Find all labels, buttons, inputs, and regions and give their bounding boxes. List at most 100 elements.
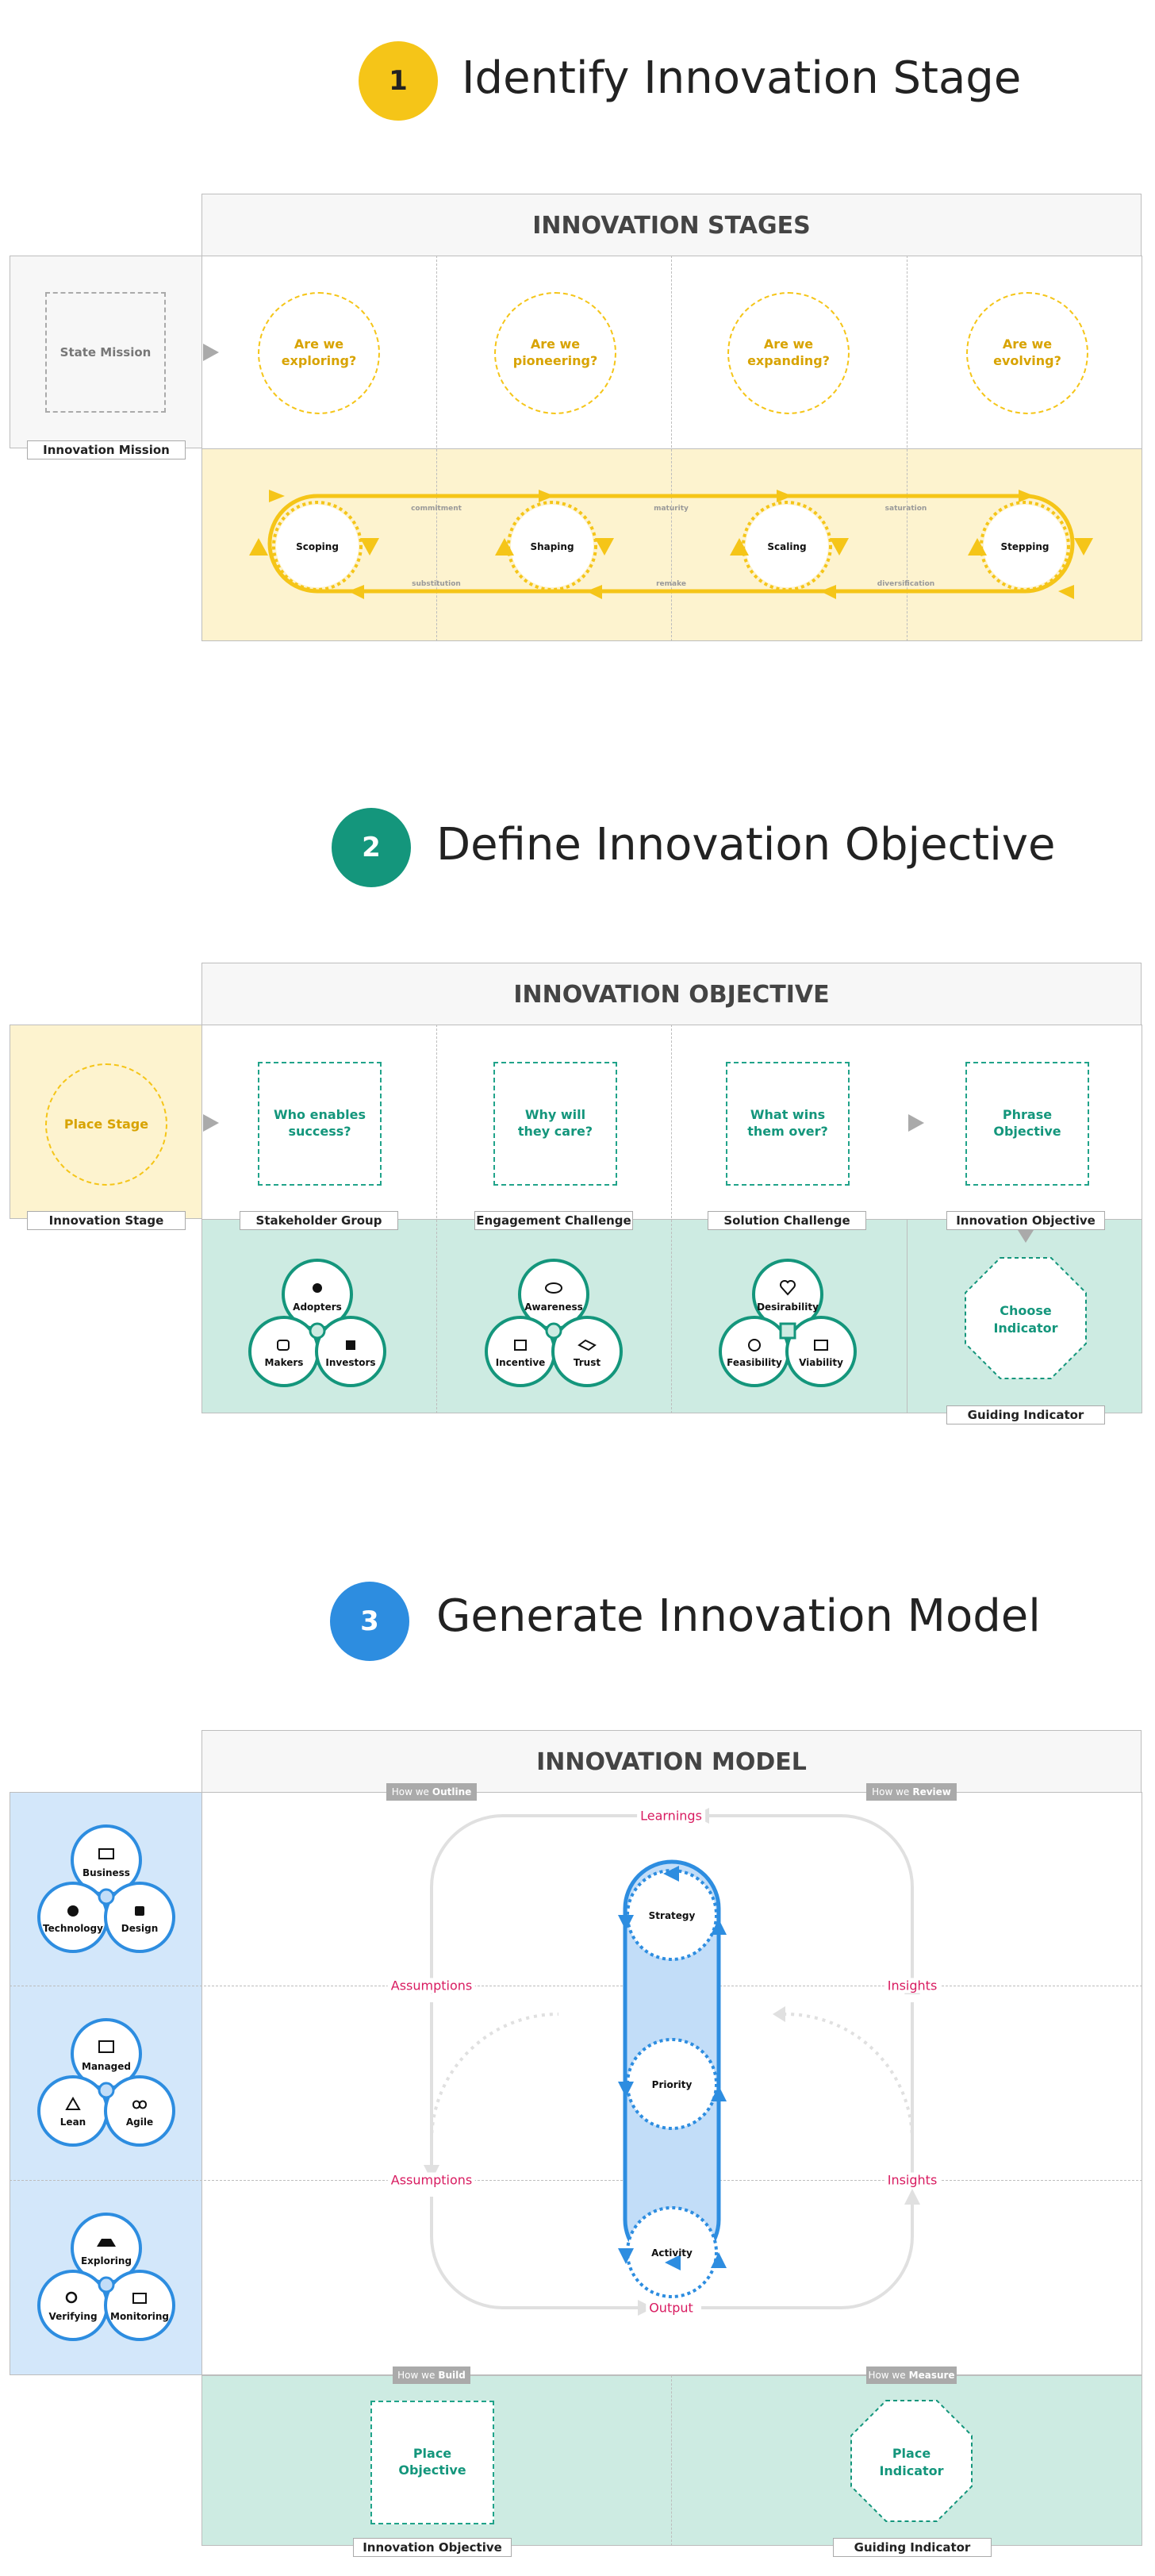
question-line: they care? <box>517 1124 593 1139</box>
innovation-stage-tag: Innovation Stage <box>27 1211 186 1230</box>
choose-indicator-line: Choose <box>1000 1303 1052 1318</box>
level-strategy: Strategy <box>649 1910 696 1921</box>
tag-prefix: How we <box>397 2370 436 2381</box>
learnings-left-path <box>430 1814 646 1986</box>
tag-prefix: How we <box>872 1786 910 1797</box>
assumptions-label-lower: Assumptions <box>387 2172 476 2188</box>
step-3-number: 3 <box>360 1605 379 1637</box>
venn-top-label: Awareness <box>524 1301 583 1313</box>
question-line: Are we <box>530 336 581 352</box>
priority-node <box>626 2038 718 2130</box>
infinity-icon <box>132 2100 148 2109</box>
model-vdivider <box>671 2375 672 2546</box>
stakeholder-venn: Adopters Makers Investors <box>248 1259 386 1387</box>
choose-indicator-octagon[interactable]: Choose Indicator <box>964 1256 1088 1380</box>
stage-scaling: Scaling <box>767 541 806 552</box>
eye-icon <box>545 1282 562 1294</box>
step-3-badge: 3 <box>330 1582 409 1661</box>
chart-icon <box>814 1340 828 1351</box>
objective-divider-1 <box>436 1025 437 1413</box>
monitor-icon <box>132 2293 147 2304</box>
tag-keyword: Review <box>912 1786 951 1797</box>
solution-challenge-tag: Solution Challenge <box>708 1211 866 1230</box>
shaping-node-ring <box>507 501 597 591</box>
stage-stepping: Stepping <box>1001 541 1049 552</box>
place-objective-line: Place <box>412 2446 452 2462</box>
heart-icon <box>780 1280 796 1296</box>
venn-top-label: Adopters <box>293 1301 342 1313</box>
model-hdivider-2 <box>10 2180 1142 2181</box>
output-left-path <box>430 2197 646 2309</box>
venn-top-label: Exploring <box>81 2255 132 2266</box>
transition-diversification: diversification <box>877 580 934 588</box>
state-mission-box[interactable]: State Mission <box>45 292 166 413</box>
insights-label-lower: Insights <box>884 2172 941 2188</box>
search-icon <box>65 2291 78 2304</box>
insights-label-upper: Insights <box>884 1978 941 1994</box>
tag-keyword: Outline <box>432 1786 472 1797</box>
stages-divider-1 <box>436 256 437 641</box>
transition-maturity: maturity <box>654 505 689 513</box>
place-indicator-octagon[interactable]: Place Indicator <box>850 2399 973 2523</box>
venn-top-label: Desirability <box>757 1301 819 1313</box>
place-indicator-line: Indicator <box>879 2463 943 2478</box>
stages-cycle-track <box>267 494 1075 594</box>
stepping-node-ring <box>980 501 1070 591</box>
model-loop-diagram: Strategy Priority Activity <box>424 1808 920 2316</box>
business-venn: Business Technology Design <box>37 1824 175 1953</box>
gear-icon <box>67 1905 79 1917</box>
question-line: expanding? <box>747 353 830 368</box>
guiding-indicator-tag: Guiding Indicator <box>946 1405 1105 1424</box>
step-2-badge: 2 <box>332 808 411 887</box>
venn-left-label: Lean <box>60 2117 86 2128</box>
venn-left-label: Feasibility <box>727 1357 782 1368</box>
question-line: Who enables <box>274 1107 366 1123</box>
place-stage-box[interactable]: Place Stage <box>45 1063 167 1186</box>
place-indicator-line: Place <box>892 2446 931 2461</box>
objective-divider-3 <box>907 1219 908 1413</box>
question-line: pioneering? <box>512 353 598 368</box>
model-innovation-objective-tag: Innovation Objective <box>353 2538 512 2557</box>
state-mission-label: State Mission <box>59 345 152 359</box>
stages-cycle-diagram: Scoping Shaping Scaling Stepping commitm… <box>249 490 1093 599</box>
question-line: Are we <box>763 336 814 352</box>
innovation-objective-tag: Innovation Objective <box>946 1211 1105 1230</box>
managed-venn: Managed Lean Agile <box>37 2018 175 2147</box>
tag-keyword: Measure <box>908 2370 955 2381</box>
step-2-title: Define Innovation Objective <box>436 819 1056 871</box>
step-1-badge: 1 <box>359 41 438 121</box>
venn-left-label: Technology <box>43 1923 103 1934</box>
recycle-icon <box>65 2096 81 2110</box>
stage-arrow <box>203 1114 219 1132</box>
inner-left-path <box>430 2013 559 2173</box>
step-1-title: Identify Innovation Stage <box>462 52 1022 104</box>
stages-divider-3 <box>907 256 908 641</box>
tag-prefix: How we <box>391 1786 429 1797</box>
step-2-number: 2 <box>362 832 381 863</box>
coffee-icon <box>135 1906 144 1916</box>
briefcase-icon <box>98 1848 114 1859</box>
exploring-venn: Exploring Verifying Monitoring <box>37 2213 175 2341</box>
question-line: exploring? <box>281 353 357 368</box>
money-people-icon <box>346 1340 355 1350</box>
phrase-arrow <box>908 1114 924 1132</box>
stage-scoping: Scoping <box>296 541 339 552</box>
level-activity: Activity <box>651 2247 693 2259</box>
hat-icon <box>97 2239 116 2247</box>
innovation-model-header: INNOVATION MODEL <box>201 1730 1142 1794</box>
question-line: success? <box>288 1124 351 1139</box>
engagement-challenge-tag: Engagement Challenge <box>474 1211 633 1230</box>
question-line: What wins <box>750 1107 826 1123</box>
place-stage-label: Place Stage <box>63 1116 149 1132</box>
